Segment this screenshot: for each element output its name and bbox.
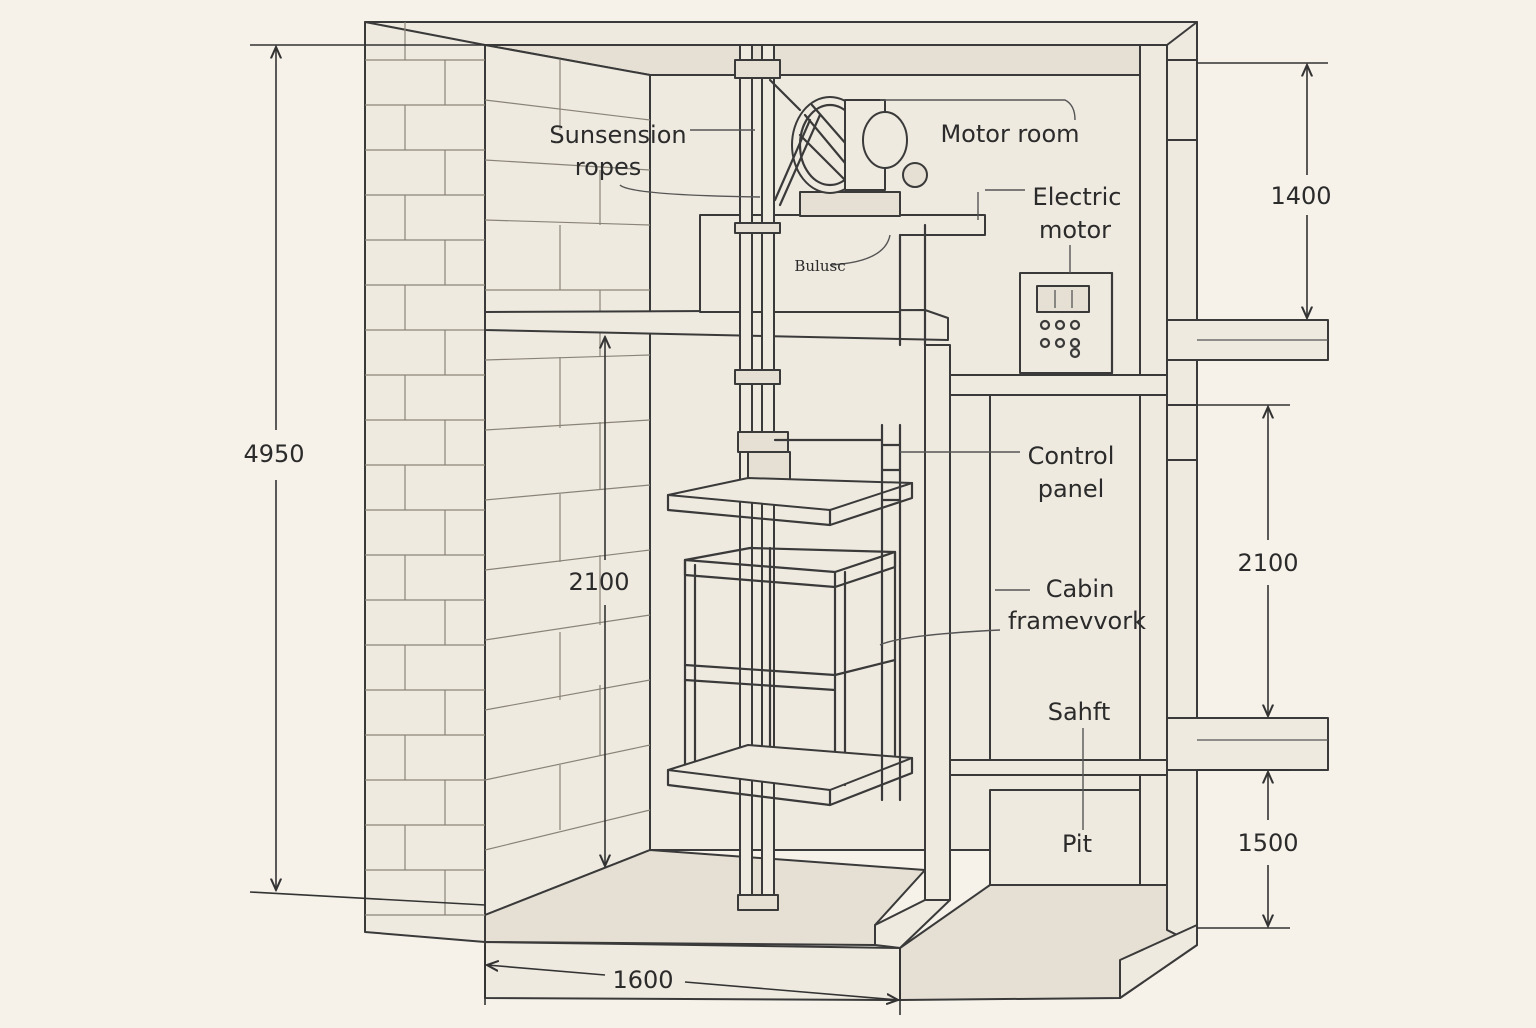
dim-pit-depth: 1500 — [1237, 829, 1298, 857]
panel-display — [1036, 285, 1090, 313]
shaft-opening — [989, 394, 1141, 761]
cabin-framework — [666, 423, 914, 807]
top-slab — [364, 21, 1198, 46]
cabin-framework-label-2: framevvork — [1008, 607, 1146, 635]
control-panel-box — [1019, 271, 1114, 375]
wall-detail-2 — [1166, 404, 1198, 461]
floor-front — [484, 941, 901, 1001]
left-wall — [364, 21, 486, 943]
rail-clamp-top — [734, 59, 781, 79]
cabin-framework-label-1: Cabin — [1046, 575, 1115, 603]
control-panel-label-2: panel — [1038, 475, 1105, 503]
pit-edge — [1119, 924, 1198, 999]
rail-base — [737, 894, 779, 911]
dimension-lines — [249, 44, 1328, 1015]
motor-housing — [862, 111, 908, 169]
dim-motor-room-height: 1400 — [1270, 182, 1331, 210]
right-slabs — [874, 59, 1329, 949]
landing-slab-1 — [949, 374, 1168, 396]
shaft-label: Sahft — [1048, 698, 1111, 726]
pit-label: Pit — [1062, 830, 1092, 858]
right-inner-wall — [1139, 44, 1168, 931]
pit-opening — [989, 789, 1141, 886]
electric-motor-assembly — [773, 96, 928, 217]
shaft-column — [949, 394, 991, 761]
dim-shaft-width: 1600 — [612, 966, 673, 994]
column-base — [874, 899, 951, 949]
dim-cabin-height-side: 2100 — [1237, 549, 1298, 577]
rail-clamp-mid — [734, 369, 781, 385]
electric-motor-label-1: Electric — [1033, 183, 1122, 211]
suspension-ropes-label-2: ropes — [575, 153, 642, 181]
leader-lines — [619, 99, 1084, 830]
landing-slab-2 — [949, 759, 1168, 776]
machine-plate-label: Bulusc — [794, 257, 845, 275]
control-panel-label-1: Control — [1028, 442, 1115, 470]
motor-room-label: Motor room — [940, 120, 1079, 148]
suspension-ropes-label-1: Sunsension — [549, 121, 686, 149]
motor-mount — [799, 191, 901, 217]
wall-detail — [1166, 59, 1198, 141]
front-column — [924, 344, 951, 906]
dim-total-height: 4950 — [243, 440, 304, 468]
gear — [902, 162, 928, 188]
electric-motor-label-2: motor — [1039, 216, 1111, 244]
right-wall-edge — [1166, 21, 1198, 946]
dim-cabin-height-inner: 2100 — [568, 568, 629, 596]
rope-hitch — [737, 431, 789, 453]
rail-clamp-2 — [734, 222, 781, 234]
brick-pattern — [365, 22, 651, 916]
floor-slab-lower — [1166, 717, 1329, 771]
labels: Sunsension ropes Motor room Electric mot… — [243, 120, 1331, 994]
